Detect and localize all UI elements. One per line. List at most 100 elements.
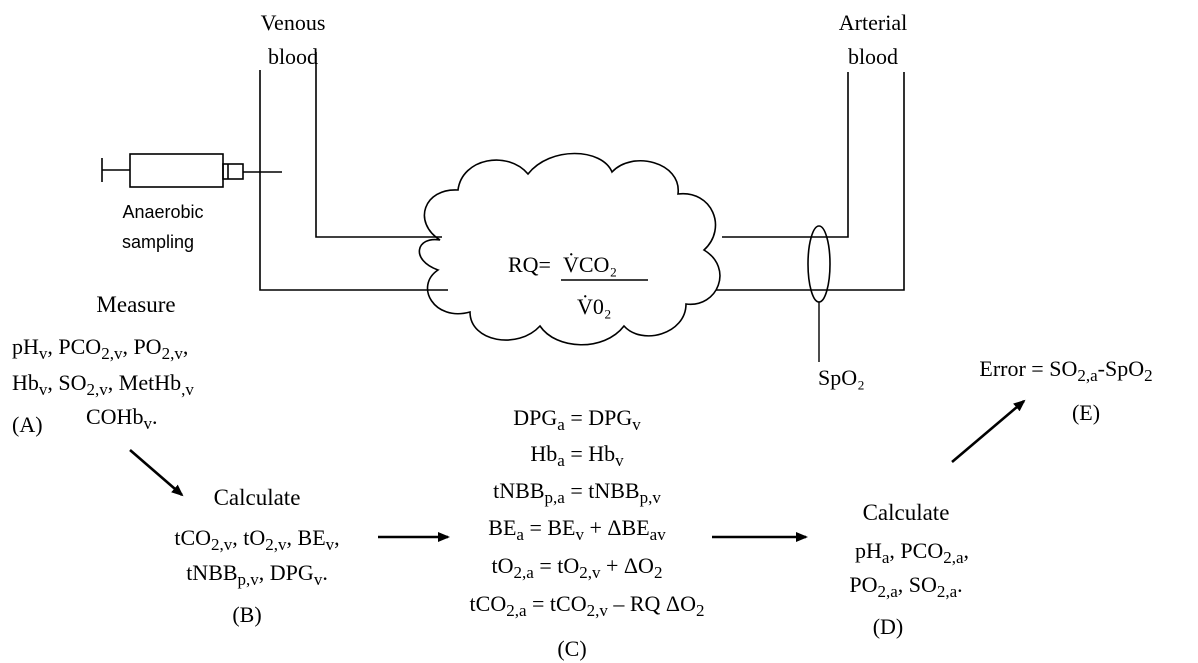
block-c-line-4-subscript-5: av (650, 525, 667, 544)
block-b-line-1-subscript-1: 2,v (211, 535, 233, 554)
block-a-line-1-text-6: , (183, 334, 189, 359)
sampling-label-line-1: Anaerobic (122, 202, 203, 222)
block-e-tag: (E) (1072, 400, 1100, 425)
block-c-line-3-text-2: = tNBB (565, 478, 640, 503)
block-c-line-4-subscript-3: v (575, 525, 584, 544)
block-c-line-3-text-0: tNBB (493, 478, 544, 503)
block-c-line-5-text-2: = tO (534, 553, 579, 578)
arrow-a-to-b (129, 449, 184, 497)
sampling-label-line-2: sampling (122, 232, 194, 252)
gas-exchange-cloud (418, 152, 721, 346)
block-c-line-1-subscript-3: v (632, 415, 641, 434)
block-c-line-2: Hba = Hbv (530, 441, 624, 470)
block-d-line-1-text-2: , PCO (889, 538, 943, 563)
block-a-line-2-text-2: , SO (47, 370, 86, 395)
block-a-line-1-text-4: , PO (122, 334, 161, 359)
block-c-line-5-subscript-1: 2,a (514, 563, 535, 582)
block-c-line-5-text-0: tO (492, 553, 514, 578)
block-c-line-1-text-2: = DPG (565, 405, 633, 430)
block-a-line-3-text-0: COHb (86, 404, 143, 429)
block-c-line-6-subscript-5: 2 (696, 601, 705, 620)
block-a-line-2-subscript-5: ,v (181, 380, 194, 399)
block-b-line-2: tNBBp,v, DPGv. (186, 560, 328, 589)
block-b-tag: (B) (232, 602, 261, 627)
block-e-line-subscript-1: 2,a (1077, 366, 1098, 385)
block-a-line-1-subscript-3: 2,v (101, 344, 123, 363)
block-d-line-2-subscript-1: 2,a (877, 582, 898, 601)
block-c-line-4-text-0: BE (488, 515, 516, 540)
block-b-line-2-text-4: . (322, 560, 328, 585)
block-a-line-2-text-4: , MetHb (108, 370, 181, 395)
block-d-line-2: PO2,a, SO2,a. (849, 572, 962, 601)
block-e-line-subscript-3: 2 (1144, 366, 1153, 385)
block-b-line-1: tCO2,v, tO2,v, BEv, (174, 525, 339, 554)
block-a-line-1: pHv, PCO2,v, PO2,v, (12, 334, 188, 363)
block-a-line-1-subscript-5: 2,v (162, 344, 184, 363)
venous-vessel-inner (315, 52, 442, 238)
block-b-line-2-subscript-3: v (314, 570, 323, 589)
block-c-line-1: DPGa = DPGv (513, 405, 641, 434)
block-b-line-1-subscript-3: 2,v (265, 535, 287, 554)
block-c-tag: (C) (557, 636, 586, 661)
block-b-line-1-text-2: , tO (232, 525, 265, 550)
block-e-line-text-2: -SpO (1098, 356, 1144, 381)
block-c-line-6-text-0: tCO (470, 591, 507, 616)
block-c-line-6-text-2: = tCO (527, 591, 587, 616)
block-c-line-2-text-0: Hb (530, 441, 557, 466)
block-d-line-2-text-0: PO (849, 572, 877, 597)
block-b-line-2-text-2: , DPG (259, 560, 314, 585)
block-b-line-1-subscript-5: v (326, 535, 335, 554)
block-c-line-5-subscript-5: 2 (654, 563, 663, 582)
block-d-line-2-text-2: , SO (898, 572, 937, 597)
block-c-line-1-subscript-1: a (557, 415, 565, 434)
block-a-line-3: COHbv. (86, 404, 157, 433)
block-a-line-2-text-0: Hb (12, 370, 39, 395)
block-b-line-2-subscript-1: p,v (238, 570, 260, 589)
block-a-line-1-text-0: pH (12, 334, 39, 359)
rq-prefix: RQ= (508, 252, 551, 277)
block-d-tag: (D) (873, 614, 904, 639)
block-b-line-1-text-4: , BE (287, 525, 326, 550)
block-b-line-1-text-0: tCO (174, 525, 211, 550)
block-a-line-1-text-2: , PCO (47, 334, 101, 359)
block-c-line-4-subscript-1: a (516, 525, 524, 544)
block-b-line-2-text-0: tNBB (186, 560, 237, 585)
spo2-label: SpO₂ (818, 365, 865, 390)
block-d-heading: Calculate (863, 500, 950, 525)
block-d-line-1-text-0: pH (855, 538, 882, 563)
arterial-vessel-inner (722, 72, 849, 238)
block-d-line-1: pHa, PCO2,a, (855, 538, 969, 567)
block-e-line: Error = SO2,a-SpO2 (979, 356, 1152, 385)
block-c-line-4-text-2: = BE (524, 515, 576, 540)
block-d-line-2-subscript-3: 2,a (937, 582, 958, 601)
block-a-line-2: Hbv, SO2,v, MetHb,v (12, 370, 194, 399)
block-d-line-2-text-4: . (957, 572, 963, 597)
block-c-line-3: tNBBp,a = tNBBp,v (493, 478, 661, 507)
block-c-line-6-subscript-1: 2,a (506, 601, 527, 620)
block-d-line-1-subscript-3: 2,a (943, 548, 964, 567)
arterial-vessel-outer (716, 72, 905, 291)
block-c-line-1-text-0: DPG (513, 405, 557, 430)
venous-label-line-2: blood (268, 44, 318, 69)
block-c-line-6-subscript-3: 2,v (587, 601, 609, 620)
block-a-line-2-subscript-1: v (39, 380, 48, 399)
block-c-line-4: BEa = BEv + ΔBEav (488, 515, 666, 544)
venous-vessel-outer (259, 70, 448, 291)
rq-denominator: V̇0₂ (577, 294, 612, 319)
block-c-line-4-text-4: + ΔBE (584, 515, 650, 540)
block-c-line-5-subscript-3: 2,v (579, 563, 601, 582)
venous-label-line-1: Venous (261, 10, 326, 35)
rq-numerator: V̇CO₂ (563, 252, 617, 277)
block-a-heading: Measure (96, 292, 175, 317)
arterial-label-line-2: blood (848, 44, 898, 69)
block-a-line-1-subscript-1: v (39, 344, 48, 363)
block-c-line-2-text-2: = Hb (565, 441, 615, 466)
block-d-line-1-text-4: , (964, 538, 970, 563)
block-d-line-1-subscript-1: a (882, 548, 890, 567)
block-b-heading: Calculate (214, 485, 301, 510)
syringe-icon (101, 153, 282, 188)
block-c-line-2-subscript-1: a (557, 451, 565, 470)
block-c-line-2-subscript-3: v (615, 451, 624, 470)
